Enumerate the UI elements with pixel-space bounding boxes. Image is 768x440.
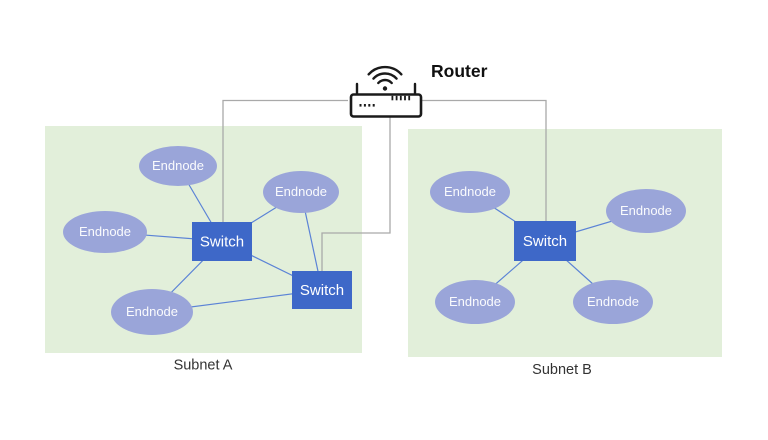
switch-b xyxy=(514,221,576,261)
endnode-a-top xyxy=(139,146,217,186)
link-router-to-switch-b xyxy=(422,99,547,240)
subnet-a-label: Subnet A xyxy=(174,358,233,374)
wifi-arc-medium xyxy=(372,72,398,80)
endnode-b-bottom-right xyxy=(573,280,653,324)
endnode-b-bottom-left xyxy=(435,280,515,324)
link-router-to-switch-a2 xyxy=(321,117,391,289)
router-icon xyxy=(349,65,423,118)
router-label: Router xyxy=(431,61,488,81)
link-router-to-switch-a1 xyxy=(222,99,348,241)
wifi-waves-icon xyxy=(367,65,403,91)
endnode-a-upper-right xyxy=(263,171,339,213)
wifi-arc-large xyxy=(367,65,403,76)
wifi-dot xyxy=(382,86,388,91)
endnode-a-left xyxy=(63,211,147,253)
router-front-dots xyxy=(359,104,375,107)
endnode-b-right xyxy=(606,189,686,233)
subnet-b-label: Subnet B xyxy=(532,362,592,378)
router-body xyxy=(349,93,423,118)
router-port-ticks xyxy=(391,95,411,101)
endnode-a-bottom xyxy=(111,289,193,335)
endnode-b-top-left xyxy=(430,171,510,213)
switch-a1 xyxy=(192,222,252,261)
switch-a2 xyxy=(292,271,352,309)
wifi-arc-small xyxy=(377,78,393,85)
